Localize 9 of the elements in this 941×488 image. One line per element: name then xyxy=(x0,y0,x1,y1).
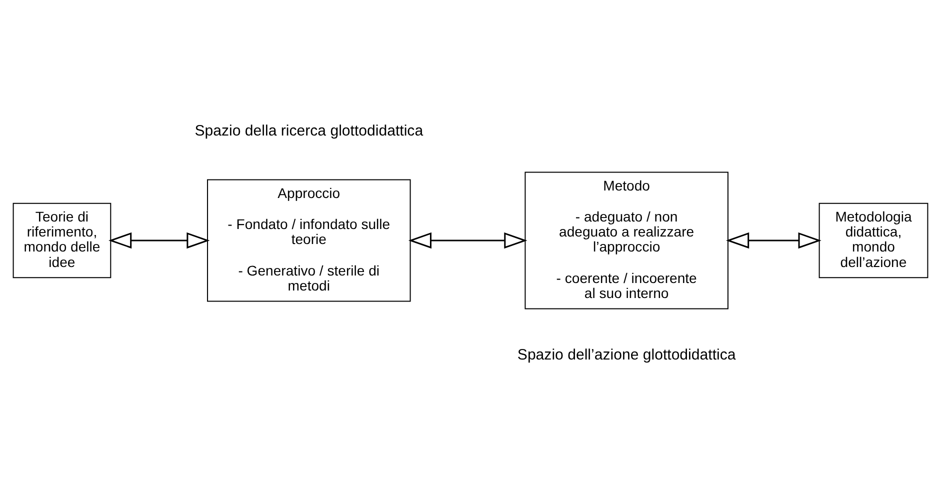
node-box: Teorie di riferimento, mondo delle idee xyxy=(12,202,112,278)
label: Spazio della ricerca glottodidattica xyxy=(194,122,424,140)
arrow xyxy=(726,232,822,249)
label: Spazio dell’azione glottodidattica xyxy=(517,346,736,364)
node-box: Metodologia didattica, mondo dell’azione xyxy=(818,202,928,278)
node-box: Metodo - adeguato / non adeguato a realizzare l’approccio - coerente / incoerente al suo interno xyxy=(524,172,728,310)
arrow xyxy=(108,232,210,249)
arrow xyxy=(408,232,528,249)
node-box: Approccio - Fondato / infondato sulle teorie - Generativo / sterile di metodi xyxy=(207,179,411,302)
